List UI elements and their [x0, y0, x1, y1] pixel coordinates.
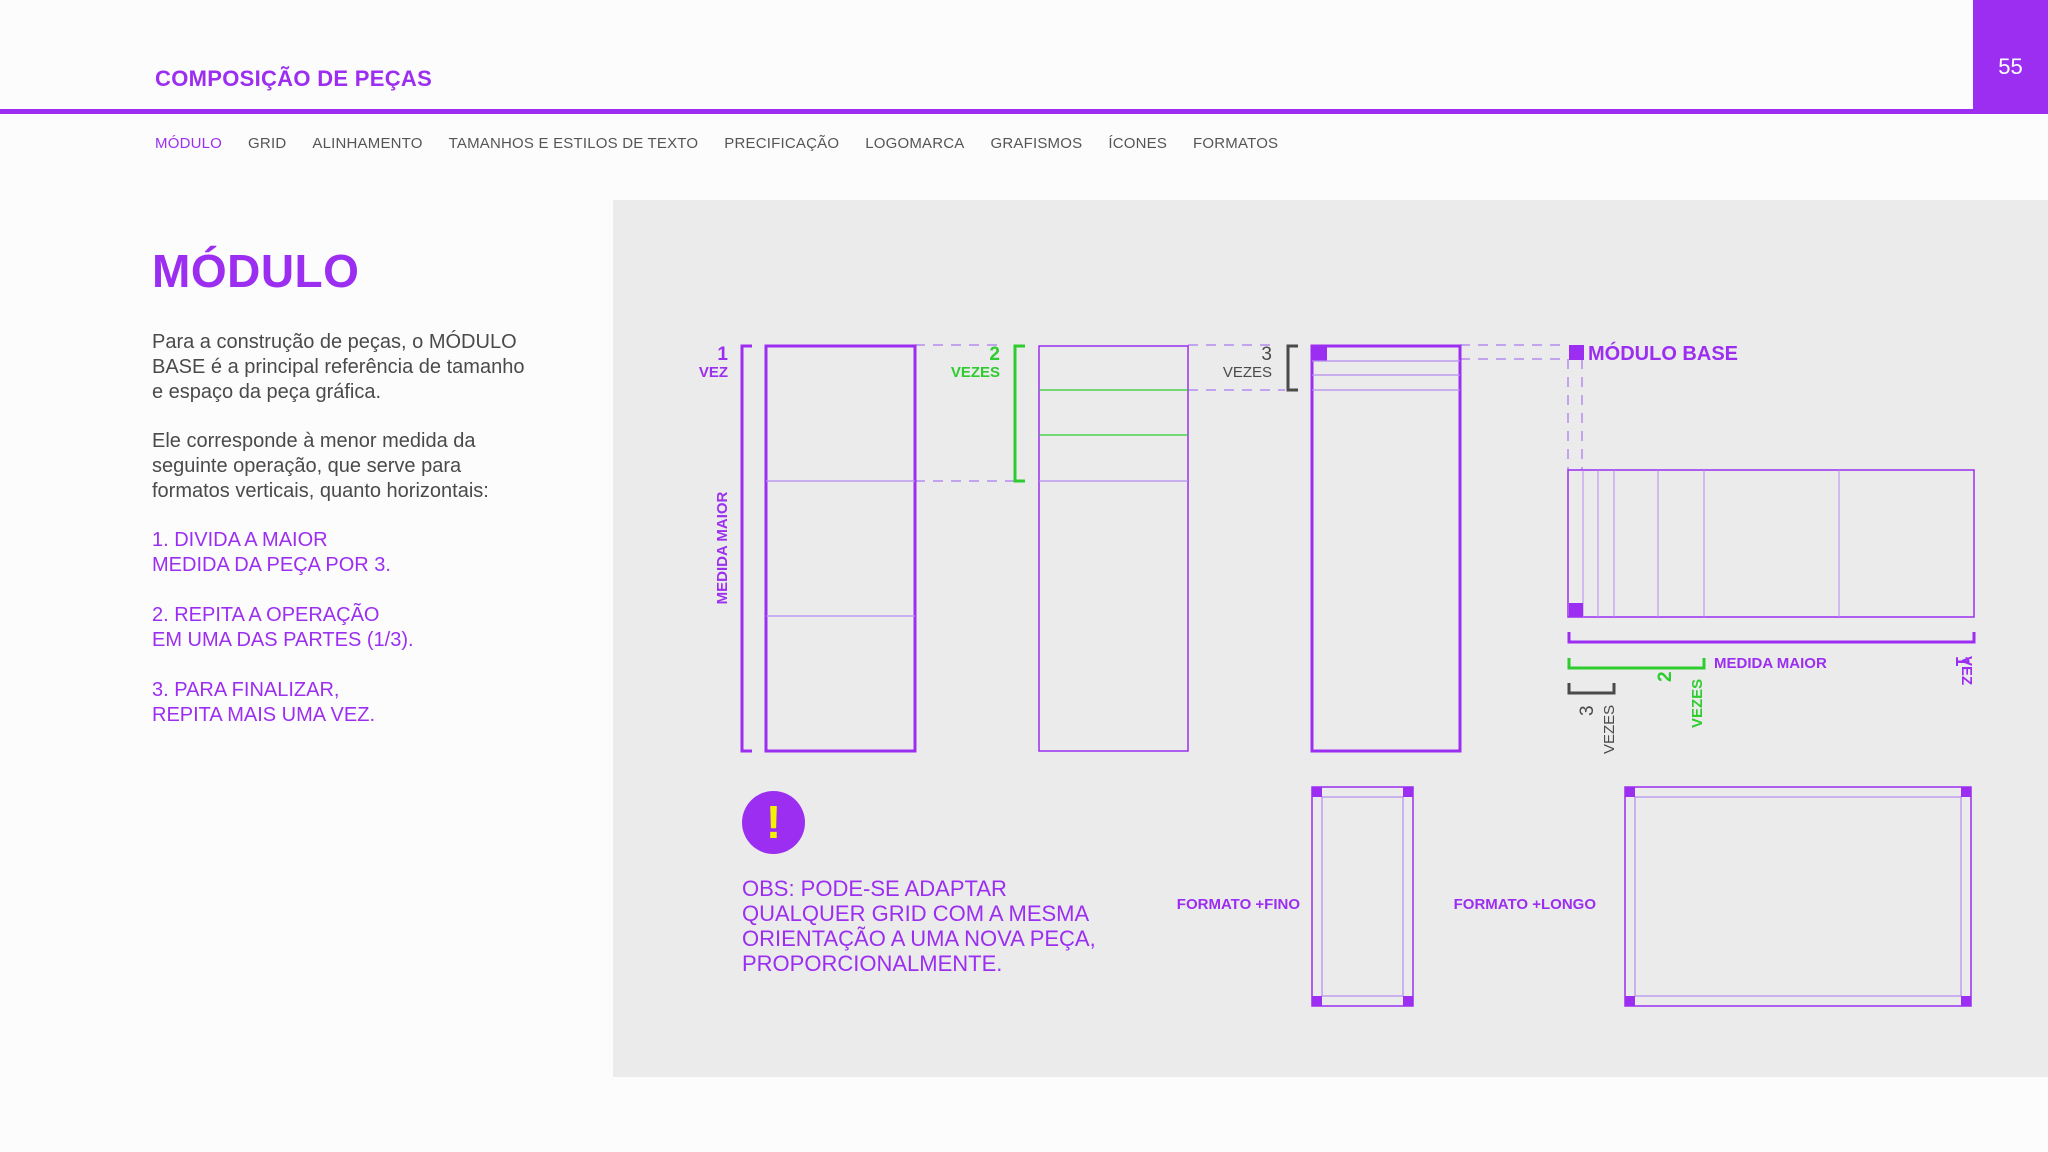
- label-vezes-green: VEZES: [951, 364, 1000, 381]
- label-1: 1: [717, 344, 728, 365]
- label-medida-maior-horizontal: MEDIDA MAIOR: [1714, 655, 1827, 672]
- section-nav: MÓDULO GRID ALINHAMENTO TAMANHOS E ESTIL…: [155, 135, 1278, 152]
- exclamation-icon: !: [765, 796, 782, 848]
- label-formato-fino: FORMATO +FINO: [1177, 896, 1301, 913]
- label-2: 2: [989, 344, 1000, 365]
- nav-item-formatos[interactable]: FORMATOS: [1193, 135, 1279, 152]
- rect-formato-longo: [1624, 786, 1972, 1007]
- warning-icon: [742, 791, 805, 854]
- obs-line: ORIENTAÇÃO A UMA NOVA PEÇA,: [742, 926, 1096, 951]
- step-line: MEDIDA DA PEÇA POR 3.: [152, 554, 391, 576]
- label-formato-longo: FORMATO +LONGO: [1454, 896, 1597, 913]
- page-number-box: [1973, 0, 2048, 112]
- page-header-title: COMPOSIÇÃO DE PEÇAS: [155, 66, 433, 91]
- modulo-base-square: [1569, 345, 1584, 360]
- obs-line: QUALQUER GRID COM A MESMA: [742, 901, 1090, 926]
- rect-horizontal: [1567, 469, 1976, 695]
- dashed-guides: [915, 344, 1583, 482]
- rect-step-1: [740, 344, 917, 753]
- step-2: 2. REPITA A OPERAÇÃO EM UMA DAS PARTES (…: [152, 603, 572, 653]
- obs-line: OBS: PODE-SE ADAPTAR: [742, 876, 1007, 901]
- page-number: 55: [1998, 54, 2023, 79]
- label-modulo-base: MÓDULO BASE: [1588, 341, 1738, 365]
- label-medida-maior-vertical: MEDIDA MAIOR: [714, 491, 731, 604]
- label-vezes-dark: VEZES: [1223, 364, 1272, 381]
- section-title: MÓDULO: [152, 245, 360, 297]
- rect-step-3: [1286, 344, 1462, 753]
- rect-step-2: [1013, 344, 1189, 752]
- label-1-rotated: 1: [1951, 656, 1972, 667]
- operation-paragraph: Ele corresponde à menor medida da seguin…: [152, 429, 572, 504]
- label-vez: VEZ: [699, 364, 728, 381]
- step-line: REPITA MAIS UMA VEZ.: [152, 704, 376, 726]
- step-line: 1. DIVIDA A MAIOR: [152, 529, 328, 551]
- label-vezes-dark-rotated: VEZES: [1601, 705, 1618, 754]
- nav-item-grid[interactable]: GRID: [248, 135, 287, 152]
- intro-line: BASE é a principal referência de tamanho: [152, 356, 525, 378]
- intro-paragraph: Para a construção de peças, o MÓDULO BAS…: [152, 330, 572, 405]
- nav-item-icones[interactable]: ÍCONES: [1108, 135, 1168, 152]
- rect-formato-fino: [1311, 786, 1414, 1007]
- intro-line: e espaço da peça gráfica.: [152, 381, 382, 403]
- nav-item-tamanhos-estilos-texto[interactable]: TAMANHOS E ESTILOS DE TEXTO: [448, 135, 699, 152]
- obs-note: OBS: PODE-SE ADAPTAR QUALQUER GRID COM A…: [742, 876, 1102, 976]
- intro-line: Para a construção de peças, o MÓDULO: [152, 331, 517, 353]
- obs-line: PROPORCIONALMENTE.: [742, 951, 1003, 976]
- step-line: 3. PARA FINALIZAR,: [152, 679, 340, 701]
- nav-item-logomarca[interactable]: LOGOMARCA: [865, 135, 965, 152]
- label-2-rotated: 2: [1655, 671, 1676, 682]
- label-3: 3: [1261, 344, 1272, 365]
- operation-line: formatos verticais, quanto horizontais:: [152, 480, 489, 502]
- step-1: 1. DIVIDA A MAIOR MEDIDA DA PEÇA POR 3.: [152, 528, 572, 578]
- nav-item-alinhamento[interactable]: ALINHAMENTO: [312, 135, 423, 152]
- operation-line: seguinte operação, que serve para: [152, 455, 462, 477]
- nav-item-modulo[interactable]: MÓDULO: [155, 135, 223, 152]
- label-3-rotated: 3: [1577, 705, 1598, 716]
- header-divider: [0, 109, 2048, 114]
- step-line: 2. REPITA A OPERAÇÃO: [152, 604, 380, 626]
- label-vezes-green-rotated: VEZES: [1689, 679, 1706, 728]
- step-3: 3. PARA FINALIZAR, REPITA MAIS UMA VEZ.: [152, 678, 572, 728]
- label-vez-rotated: VEZ: [1958, 656, 1975, 685]
- operation-line: Ele corresponde à menor medida da: [152, 430, 476, 452]
- nav-item-grafismos[interactable]: GRAFISMOS: [990, 135, 1083, 152]
- step-line: EM UMA DAS PARTES (1/3).: [152, 629, 414, 651]
- nav-item-precificacao[interactable]: PRECIFICAÇÃO: [724, 135, 840, 152]
